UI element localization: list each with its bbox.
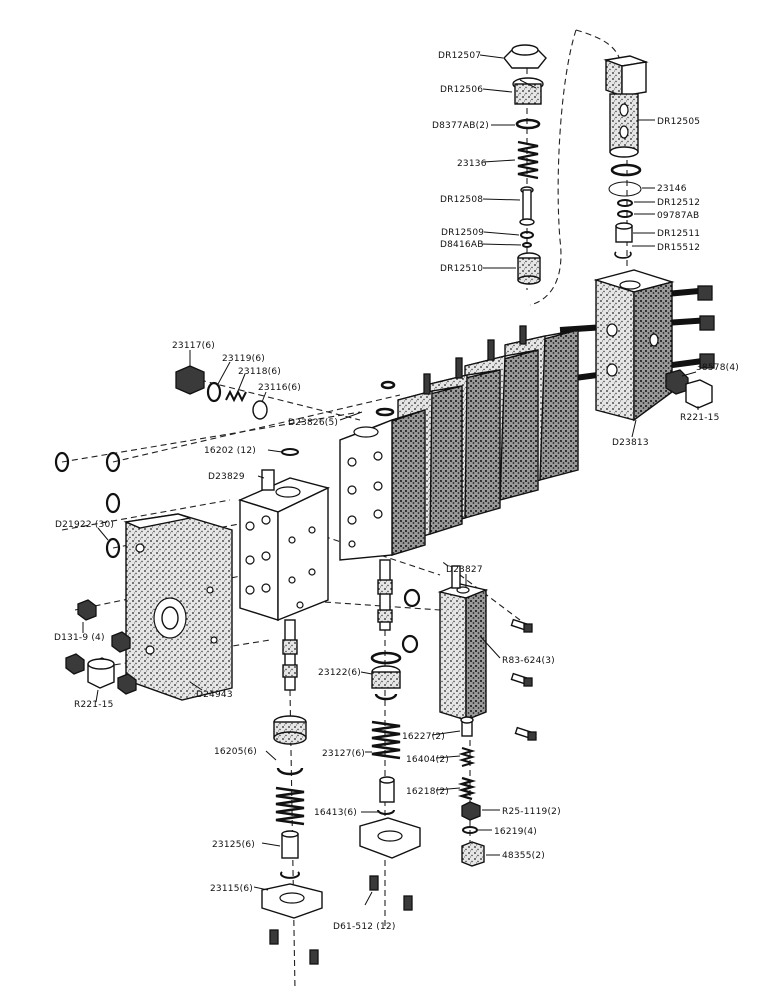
label-d8416ab: D8416AB	[440, 240, 484, 250]
label-d24943: D24943	[196, 690, 233, 700]
relief-housing	[603, 55, 649, 259]
label-dr12510: DR12510	[440, 264, 483, 274]
label-23118: 23118(6)	[238, 367, 281, 377]
label-23117: 23117(6)	[172, 341, 215, 351]
outlet-end-cover	[54, 451, 233, 701]
label-23146: 23146	[657, 184, 687, 194]
right-cap-and-ring	[665, 369, 713, 409]
label-16202: 16202 (12)	[204, 446, 256, 456]
label-dr12508: DR12508	[440, 195, 483, 205]
label-r25-1119: R25-1119(2)	[502, 807, 561, 817]
label-23136: 23136	[457, 159, 487, 169]
label-23127: 23127(6)	[322, 749, 365, 759]
label-23116: 23116(6)	[258, 383, 301, 393]
label-d8377ab: D8377AB(2)	[432, 121, 489, 131]
part-number-labels: DR12507 DR12506 D8377AB(2) 23136 DR12508…	[54, 51, 739, 932]
label-48355: 48355(2)	[502, 851, 545, 861]
label-dr12511: DR12511	[657, 229, 700, 239]
label-16218: 16218(2)	[406, 787, 449, 797]
label-38578: 38578(4)	[696, 363, 739, 373]
check-valve-fittings	[175, 365, 299, 456]
label-d23829: D23829	[208, 472, 245, 482]
label-d23827: D23827	[446, 565, 483, 575]
lower-spool-parts-left	[261, 715, 323, 965]
label-dr12512: DR12512	[657, 198, 700, 208]
valve-section-1	[339, 409, 426, 561]
label-d23826: D23826(5)	[288, 418, 338, 428]
label-16413: 16413(6)	[314, 808, 357, 818]
label-23115: 23115(6)	[210, 884, 253, 894]
label-16404: 16404(2)	[406, 755, 449, 765]
label-dr15512: DR15512	[657, 243, 700, 253]
label-dr12505: DR12505	[657, 117, 700, 127]
label-16219: 16219(4)	[494, 827, 537, 837]
label-16227: 16227(2)	[402, 732, 445, 742]
inlet-section	[238, 469, 331, 691]
label-d61-512: D61-512 (12)	[333, 922, 396, 932]
work-port-block	[401, 565, 537, 741]
label-dr12507: DR12507	[438, 51, 481, 61]
label-d131-9: D131-9 (4)	[54, 633, 105, 643]
label-23122: 23122(6)	[318, 668, 361, 678]
label-23125: 23125(6)	[212, 840, 255, 850]
label-16205: 16205(6)	[214, 747, 257, 757]
lower-spool-parts-middle	[359, 651, 421, 911]
label-r83-624: R83-624(3)	[502, 656, 555, 666]
relief-valve-stack	[503, 44, 547, 285]
label-dr12506: DR12506	[440, 85, 483, 95]
label-dr12509: DR12509	[441, 228, 484, 238]
label-d23813: D23813	[612, 438, 649, 448]
lower-spool-parts-right	[457, 716, 485, 867]
label-r221-15-left: R221-15	[74, 700, 114, 710]
valve-sections-stack	[339, 269, 715, 631]
label-r221-15-right: R221-15	[680, 413, 720, 423]
leader-lines	[82, 54, 699, 906]
label-23119: 23119(6)	[222, 354, 265, 364]
label-d21922: D21922 (30)	[55, 520, 114, 530]
label-09787ab: 09787AB	[657, 211, 699, 221]
